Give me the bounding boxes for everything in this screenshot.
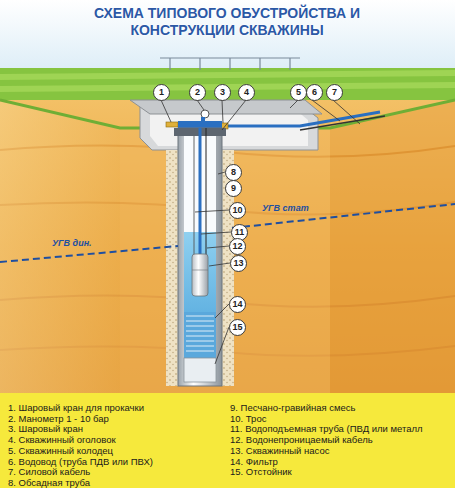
legend-line: 13. Скважинный насос (230, 445, 329, 456)
legend-line: 14. Фильтр (230, 456, 278, 467)
water-level-label: УГВ дин. (52, 238, 92, 248)
callout-number: 6 (306, 84, 323, 101)
callout-number: 13 (230, 255, 247, 272)
legend-line: 10. Трос (230, 413, 266, 424)
callout-number: 15 (229, 319, 246, 336)
callout-number: 8 (225, 164, 242, 181)
legend-line: 2. Манометр 1 - 10 бар (8, 413, 109, 424)
diagram-title: СХЕМА ТИПОВОГО ОБУСТРОЙСТВА И КОНСТРУКЦИ… (82, 5, 372, 39)
callout-number: 4 (238, 84, 255, 101)
legend-line: 9. Песчано-гравийная смесь (230, 402, 356, 413)
callout-number: 5 (290, 84, 307, 101)
callout-number: 9 (225, 180, 242, 197)
callout-number: 1 (153, 84, 170, 101)
legend-line: 3. Шаровый кран (8, 423, 83, 434)
callout-number: 3 (214, 84, 231, 101)
legend-line: 8. Обсадная труба (8, 477, 90, 488)
legend-line: 1. Шаровый кран для прокачки (8, 402, 144, 413)
legend-line: 11. Водоподъемная труба (ПВД или металл (230, 423, 423, 434)
callout-number: 12 (229, 238, 246, 255)
legend-line: 15. Отстойник (230, 466, 292, 477)
callout-number: 7 (326, 84, 343, 101)
callout-number: 14 (229, 296, 246, 313)
callout-number: 10 (229, 202, 246, 219)
legend-line: 7. Силовой кабель (8, 466, 90, 477)
legend-line: 4. Скважинный оголовок (8, 434, 116, 445)
legend-line: 6. Водовод (труба ПДВ или ПВХ) (8, 456, 153, 467)
callout-number: 2 (189, 84, 206, 101)
water-level-label: УГВ стат (262, 203, 309, 213)
legend-line: 12. Водонепроницаемый кабель (230, 434, 373, 445)
legend-line: 5. Скважинный колодец (8, 445, 113, 456)
